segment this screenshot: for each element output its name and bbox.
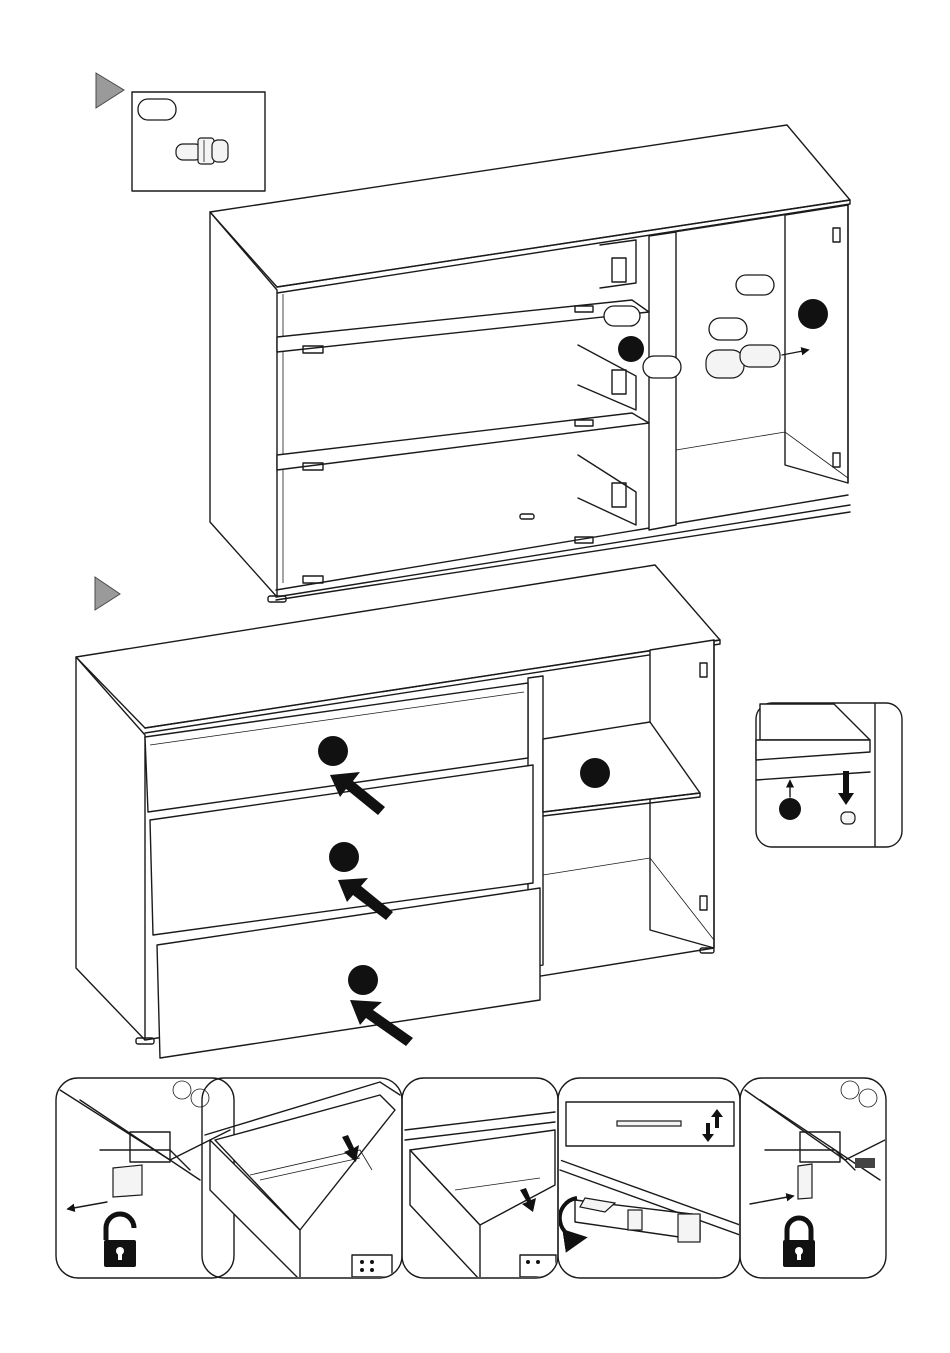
sideboard-illustration-1 <box>210 125 850 602</box>
locked-padlock-icon <box>783 1218 815 1267</box>
unlocked-padlock-icon <box>104 1214 136 1267</box>
drawer-slide-rails <box>578 240 636 525</box>
detail-slide-lock <box>740 1078 886 1278</box>
callout-dot-a <box>618 336 644 362</box>
detail-slide-unlock <box>56 1078 234 1278</box>
step-marker-1 <box>96 73 124 108</box>
sideboard-illustration-2 <box>76 565 720 1058</box>
callout-dot-b <box>798 299 828 329</box>
arrow-down-icon <box>838 771 854 805</box>
shelf-pin-icon <box>841 812 855 824</box>
shelf-pin-detail <box>756 703 902 847</box>
part-callout-box <box>132 92 265 191</box>
detail-height-adjust <box>558 1078 740 1278</box>
detail-drawer-seated <box>402 1078 558 1280</box>
arrow-up-down-icon <box>702 1109 723 1142</box>
hinge-pin-icon <box>176 138 228 164</box>
hinge-pin-icon <box>706 345 780 378</box>
step-marker-2 <box>95 577 120 610</box>
detail-drawer-tilt-insert <box>202 1078 402 1280</box>
